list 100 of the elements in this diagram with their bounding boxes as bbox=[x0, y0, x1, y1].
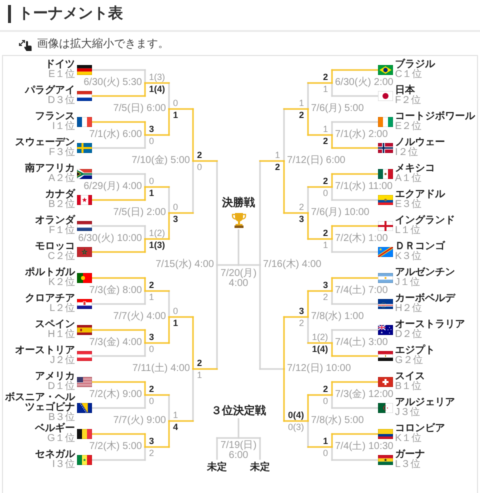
match-score: 2 bbox=[197, 358, 202, 368]
group-rank: I３位 bbox=[52, 460, 75, 470]
match-date: 7/19(日) 6:00 bbox=[219, 441, 258, 461]
group-rank: D２位 bbox=[395, 330, 422, 340]
match-date: 7/12(日) 10:00 bbox=[287, 364, 351, 374]
team-name: アルゼンチン bbox=[395, 268, 455, 278]
group-rank: H１位 bbox=[48, 330, 75, 340]
team-name: アメリカ bbox=[35, 372, 75, 382]
team-name: スウェーデン bbox=[15, 138, 75, 148]
group-rank: G１位 bbox=[47, 434, 75, 444]
group-rank: F１位 bbox=[48, 226, 75, 236]
match-score: 2 bbox=[322, 136, 328, 146]
team-name: イングランド bbox=[395, 216, 455, 226]
match-score: 2 bbox=[149, 280, 154, 290]
match-date: 7/5(日) 6:00 bbox=[113, 104, 166, 114]
match-date: 6/30(火) 10:00 bbox=[78, 234, 142, 244]
group-rank: K１位 bbox=[395, 434, 422, 444]
group-rank: E２位 bbox=[395, 122, 422, 132]
match-score: 2 bbox=[322, 228, 328, 238]
team-name: スペイン bbox=[35, 320, 75, 330]
match-score: 0 bbox=[173, 306, 178, 316]
team-name: オーストリア bbox=[15, 346, 75, 356]
group-rank: A２位 bbox=[48, 174, 75, 184]
group-rank: H２位 bbox=[395, 304, 422, 314]
match-score: 1(2) bbox=[312, 332, 328, 342]
group-rank: E１位 bbox=[48, 70, 75, 80]
match-score: 0 bbox=[149, 396, 154, 406]
match-score: 1(3) bbox=[149, 240, 166, 250]
team-name: オーストラリア bbox=[395, 320, 465, 330]
match-score: 2 bbox=[149, 448, 154, 458]
match-score: 1 bbox=[322, 124, 328, 134]
team-name: ブラジル bbox=[395, 60, 435, 70]
match-date: 7/11(土) 4:00 bbox=[132, 364, 190, 374]
group-rank: I１位 bbox=[52, 122, 75, 132]
match-score: 1 bbox=[298, 98, 304, 108]
match-date: 7/6(月) 5:00 bbox=[311, 104, 364, 114]
team-name: モロッコ bbox=[35, 242, 75, 252]
team-name: ガーナ bbox=[395, 450, 425, 460]
group-rank: C２位 bbox=[48, 252, 75, 262]
match-score: 1 bbox=[322, 436, 328, 446]
match-score: 0 bbox=[173, 202, 178, 212]
match-score: 2 bbox=[298, 202, 304, 212]
match-date: 7/7(火) 9:00 bbox=[113, 416, 166, 426]
match-score: 2 bbox=[322, 292, 328, 302]
match-score: 0 bbox=[149, 136, 154, 146]
match-date: 7/16(木) 4:00 bbox=[263, 260, 322, 270]
team-name: カナダ bbox=[45, 190, 75, 200]
group-rank: L１位 bbox=[395, 226, 421, 236]
group-rank: D３位 bbox=[48, 96, 75, 106]
match-date: 7/15(水) 4:00 bbox=[156, 260, 214, 270]
team-name: ボスニア・ヘルツェゴビナ bbox=[5, 393, 75, 413]
match-date: 7/3(金) 4:00 bbox=[89, 338, 142, 348]
group-rank: K３位 bbox=[395, 252, 422, 262]
match-score: 3 bbox=[298, 214, 304, 224]
match-score: 2 bbox=[274, 162, 280, 172]
group-rank: J１位 bbox=[395, 278, 420, 288]
match-score: 3 bbox=[149, 332, 154, 342]
team-name: コートジボワール bbox=[395, 112, 475, 122]
team-name: エジプト bbox=[395, 346, 435, 356]
team-name: フランス bbox=[35, 112, 75, 122]
match-score: 3 bbox=[149, 124, 154, 134]
match-date: 7/3(金) 8:00 bbox=[89, 286, 142, 296]
match-date: 7/5(日) 2:00 bbox=[113, 208, 166, 218]
match-score: 2 bbox=[322, 176, 328, 186]
team-name: アルジェリア bbox=[395, 398, 455, 408]
match-score: 0 bbox=[149, 176, 154, 186]
match-score: 3 bbox=[173, 214, 178, 224]
match-score: 1 bbox=[173, 410, 178, 420]
match-date: 7/4(土) 10:30 bbox=[335, 442, 394, 452]
group-rank: C１位 bbox=[395, 70, 422, 80]
match-score: 2 bbox=[197, 150, 202, 160]
match-score: 0(3) bbox=[288, 422, 304, 432]
match-score: 2 bbox=[298, 318, 304, 328]
match-date: 7/4(土) 3:00 bbox=[335, 338, 388, 348]
match-date: 7/2(木) 9:00 bbox=[89, 390, 142, 400]
group-rank: J３位 bbox=[395, 408, 420, 418]
match-score: 0 bbox=[149, 344, 154, 354]
team-name: パラグアイ bbox=[25, 86, 75, 96]
team-name: ノルウェー bbox=[395, 138, 445, 148]
match-score: 3 bbox=[322, 280, 328, 290]
group-rank: E３位 bbox=[395, 200, 422, 210]
group-rank: F３位 bbox=[48, 148, 75, 158]
match-score: 1(2) bbox=[149, 228, 166, 238]
team-name: 未定 bbox=[250, 463, 270, 473]
match-score: 1(4) bbox=[312, 344, 328, 354]
team-name: ドイツ bbox=[45, 60, 75, 70]
match-date: 6/29(月) 4:00 bbox=[84, 182, 142, 192]
match-score: 2 bbox=[149, 384, 154, 394]
match-score: 3 bbox=[298, 306, 304, 316]
match-score: 2 bbox=[322, 72, 328, 82]
match-score: 2 bbox=[322, 384, 328, 394]
group-rank: B２位 bbox=[48, 200, 75, 210]
match-date: 7/1(水) 11:00 bbox=[335, 182, 393, 192]
team-name: セネガル bbox=[35, 450, 75, 460]
match-date: 7/7(火) 4:00 bbox=[113, 312, 166, 322]
match-date: 7/6(月) 10:00 bbox=[311, 208, 370, 218]
team-name: 未定 bbox=[207, 463, 227, 473]
team-name: ポルトガル bbox=[25, 268, 75, 278]
match-score: 1 bbox=[173, 318, 178, 328]
team-name: オランダ bbox=[35, 216, 75, 226]
